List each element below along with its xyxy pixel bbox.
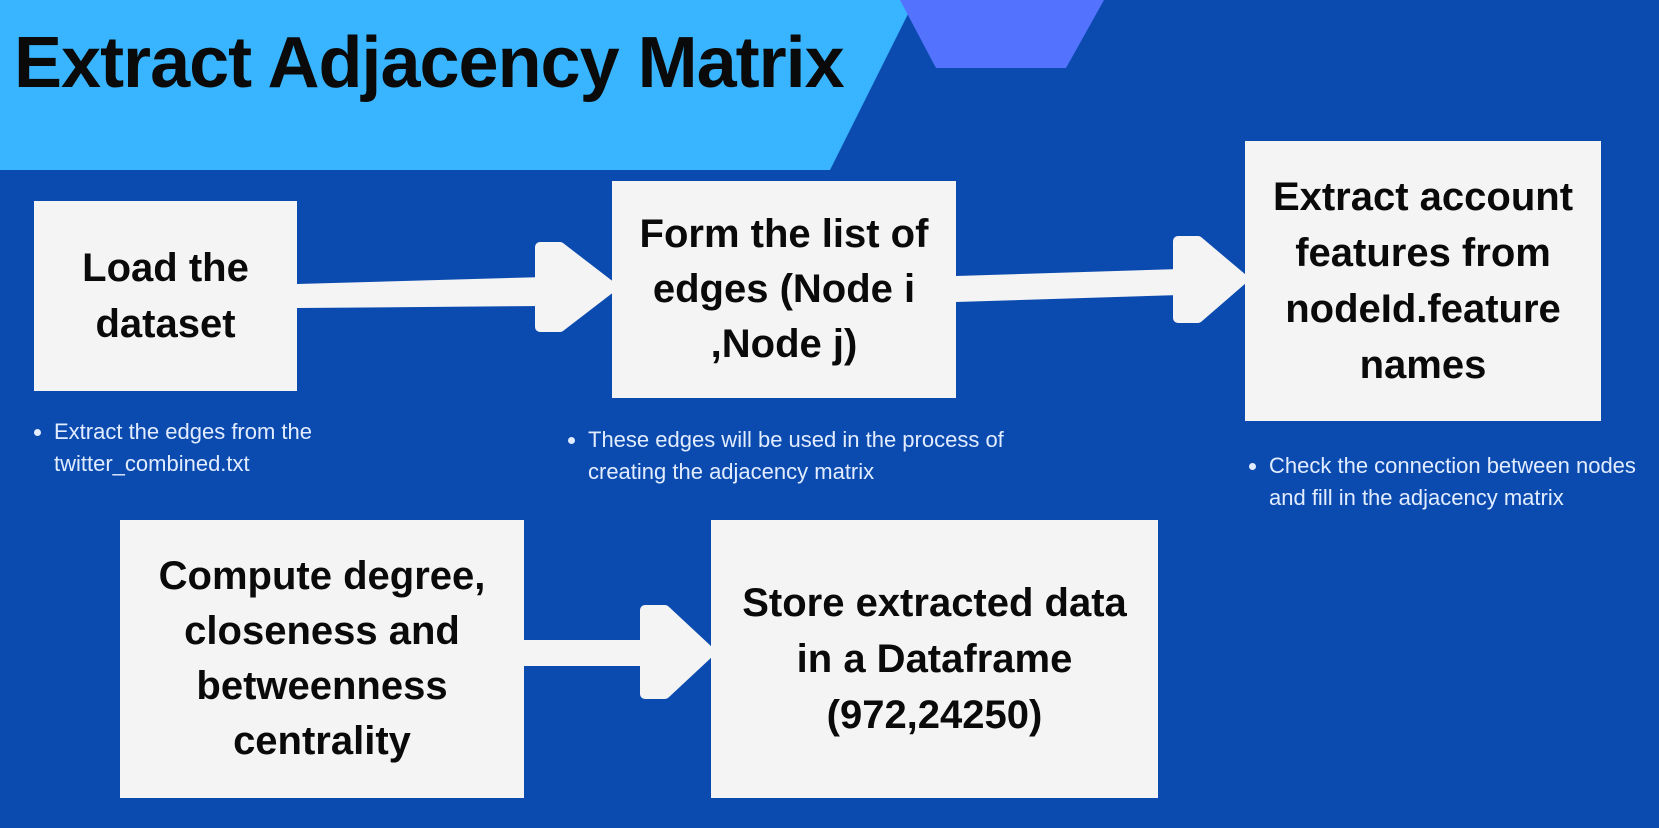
flow-arrow-3: [524, 605, 715, 699]
note-form-edge-list: These edges will be used in the process …: [568, 424, 1088, 488]
accent-hexagon-shape: [900, 0, 1104, 68]
step-box-store-dataframe: Store extracted data in a Dataframe (972…: [711, 520, 1158, 798]
step-box-load-dataset: Load the dataset: [34, 201, 297, 391]
page-title: Extract Adjacency Matrix: [14, 23, 845, 103]
step-label: Compute degree, closeness and betweennes…: [158, 554, 486, 763]
step-box-form-edge-list: Form the list of edges (Node i ,Node j): [612, 181, 956, 398]
note-item: Extract the edges from the twitter_combi…: [54, 416, 384, 480]
step-label: Form the list of edges (Node i ,Node j): [639, 212, 929, 366]
title-banner: [0, 0, 915, 170]
flow-arrow-1: [297, 242, 617, 332]
note-item: Check the connection between nodes and f…: [1269, 450, 1639, 514]
step-label: Extract account features from nodeId.fea…: [1272, 175, 1574, 387]
step-box-extract-features: Extract account features from nodeId.fea…: [1245, 141, 1601, 421]
note-load-dataset: Extract the edges from the twitter_combi…: [34, 416, 384, 480]
step-box-compute-centrality: Compute degree, closeness and betweennes…: [120, 520, 524, 798]
note-item: These edges will be used in the process …: [588, 424, 1088, 488]
step-label: Load the dataset: [82, 246, 249, 346]
note-extract-features: Check the connection between nodes and f…: [1249, 450, 1639, 514]
flow-arrow-2: [956, 236, 1248, 323]
step-label: Store extracted data in a Dataframe (972…: [742, 581, 1127, 737]
